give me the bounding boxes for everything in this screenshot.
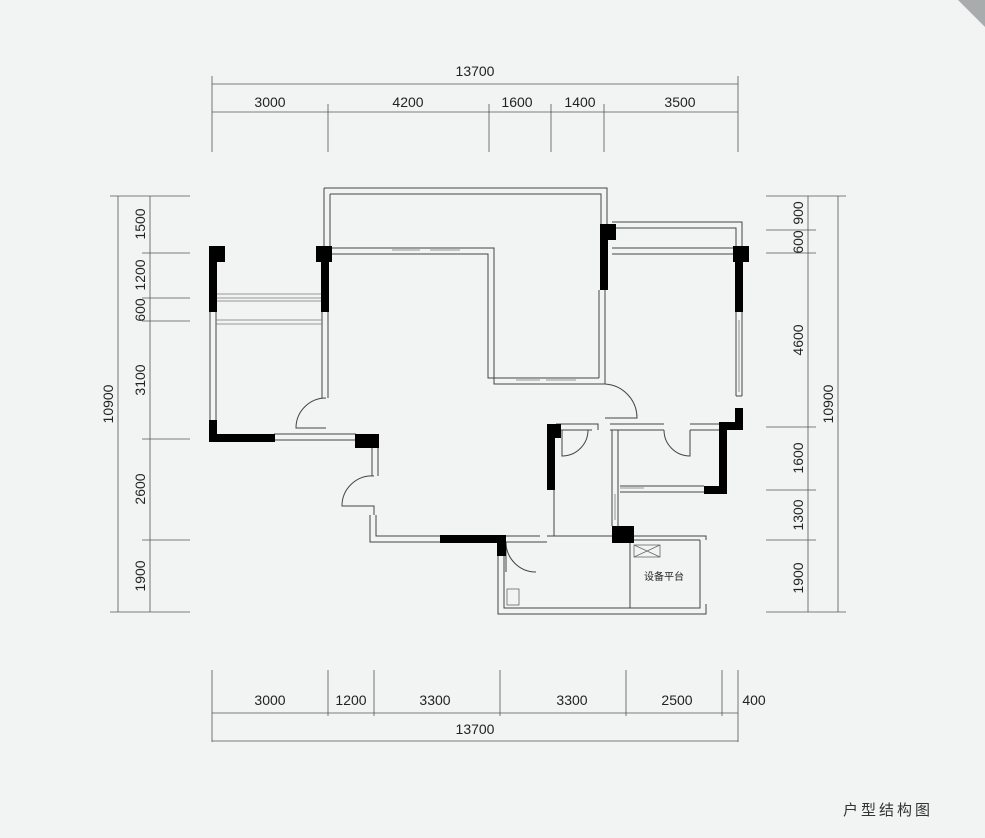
diagram-caption: 户型结构图 [842, 801, 933, 819]
bottom-dimension-1: 3000 [254, 692, 285, 708]
right-dimension-6: 1900 [790, 562, 806, 593]
left-dimension-lines [110, 195, 190, 613]
bottom-dimension-5: 2500 [661, 692, 692, 708]
bottom-total-dimension: 13700 [456, 721, 495, 737]
platform-label: 设备平台 [644, 570, 684, 583]
door-swings [295, 383, 691, 573]
equipment-symbol [633, 544, 661, 558]
right-dimension-2: 600 [790, 230, 806, 254]
top-total-dimension: 13700 [456, 63, 495, 79]
bottom-dimension-4: 3300 [556, 692, 587, 708]
structural-walls [209, 224, 749, 556]
top-dimension-2: 4200 [392, 94, 423, 110]
bottom-dimension-2: 1200 [335, 692, 366, 708]
thin-walls [209, 187, 743, 615]
left-dimension-2: 1200 [132, 259, 148, 290]
top-dimension-4: 1400 [564, 94, 595, 110]
top-dimension-3: 1600 [501, 94, 532, 110]
corner-decoration [958, 0, 985, 27]
top-dimension-lines [211, 76, 739, 152]
kitchen-fixture [506, 588, 520, 606]
right-dimension-4: 1600 [790, 442, 806, 473]
left-dimension-5: 2600 [132, 473, 148, 504]
left-dimension-3: 600 [132, 298, 148, 322]
bottom-dimension-6: 400 [742, 692, 766, 708]
right-total-dimension: 10900 [820, 384, 836, 423]
left-dimension-4: 3100 [132, 364, 148, 395]
left-dimension-1: 1500 [132, 208, 148, 239]
top-dimension-5: 3500 [664, 94, 695, 110]
left-total-dimension: 10900 [100, 384, 116, 423]
right-dimension-lines [766, 195, 846, 613]
right-dimension-1: 900 [790, 201, 806, 225]
top-dimension-1: 3000 [254, 94, 285, 110]
left-dimension-6: 1900 [132, 560, 148, 591]
right-dimension-5: 1300 [790, 499, 806, 530]
window-lines [216, 249, 740, 520]
right-dimension-3: 4600 [790, 324, 806, 355]
bottom-dimension-3: 3300 [419, 692, 450, 708]
bottom-dimension-lines [211, 670, 739, 742]
